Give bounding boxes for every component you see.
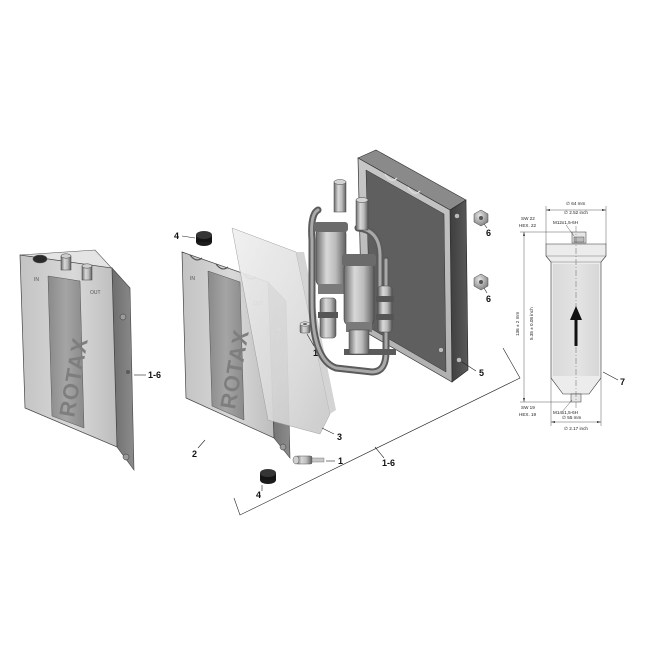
- bolt-head: [119, 313, 127, 321]
- dim-bottom-thread: M14x1,5-6H: [553, 410, 578, 415]
- port-opening: [32, 254, 48, 264]
- dim-top-hex: HEX. 22: [519, 223, 537, 228]
- callout-assembly-bracket: 1-6: [382, 458, 395, 468]
- screw-lower: [292, 455, 335, 465]
- callout-nut-lower: 6: [486, 294, 491, 304]
- callout-cap-bottom: 4: [256, 490, 261, 500]
- bolt-head: [454, 213, 460, 219]
- panel-mark-in: IN: [34, 277, 39, 283]
- dim-top-thread: M12x1,5-6H: [553, 220, 578, 225]
- bolt-head: [456, 357, 462, 363]
- rubber-cap-bottom: [260, 469, 276, 491]
- dim-top-dia-in: ∅ 2.52 inch: [564, 210, 588, 215]
- callout-screw-upper: 1: [313, 348, 318, 358]
- panel-mark-out: OUT: [90, 290, 101, 296]
- assembly-bracket: [233, 347, 521, 516]
- dim-bottom-dia-in: ∅ 2.17 inch: [564, 426, 588, 431]
- bolt-head: [279, 443, 287, 451]
- callout-frame: 5: [479, 368, 484, 378]
- fitting-icon: [81, 263, 93, 281]
- fitting-icon: [333, 181, 347, 213]
- cover-mark-in: IN: [190, 276, 195, 282]
- bolt-head: [126, 370, 130, 374]
- rubber-cap-top: [181, 231, 212, 246]
- bolt-head: [438, 347, 444, 353]
- callout-cover: 2: [192, 449, 197, 459]
- dim-bottom-hex: HEX. 19: [519, 412, 537, 417]
- callout-cap-top: 4: [174, 231, 179, 241]
- filter-plumbing: [308, 179, 396, 376]
- nut-lower: [473, 273, 489, 294]
- dim-bottom-sw: SW 19: [521, 405, 535, 410]
- nut-upper: [473, 209, 489, 229]
- screw-upper: [299, 321, 315, 347]
- dim-height-in: 5.35 ± 0.08 inch: [529, 307, 534, 340]
- fitting-icon: [377, 285, 393, 333]
- dim-top-dia-mm: ∅ 64 mm: [566, 201, 585, 206]
- fitting-icon: [60, 253, 72, 271]
- dim-height-mm: 136 ± 2 mm: [515, 312, 520, 336]
- bolt-head: [122, 453, 130, 461]
- fitting-icon: [355, 199, 369, 231]
- mounting-frame: [357, 149, 477, 383]
- dimension-lines: [520, 206, 607, 426]
- callout-left-panel: 1-6: [148, 370, 161, 380]
- fuel-filter-drawing: [545, 226, 619, 410]
- callout-nut-upper: 6: [486, 228, 491, 238]
- dim-top-sw: SW 22: [521, 216, 535, 221]
- pump-cylinder: [315, 227, 347, 287]
- panel-rib: [47, 275, 85, 429]
- dim-bottom-dia-mm: ∅ 55 mm: [562, 415, 581, 420]
- filter-cylinder: [343, 261, 375, 327]
- callout-screw-lower: 1: [338, 456, 343, 466]
- callout-filter: 7: [620, 377, 625, 387]
- callout-gasket: 3: [337, 432, 342, 442]
- assembled-filter-panel: ROTAX IN OUT: [19, 249, 146, 471]
